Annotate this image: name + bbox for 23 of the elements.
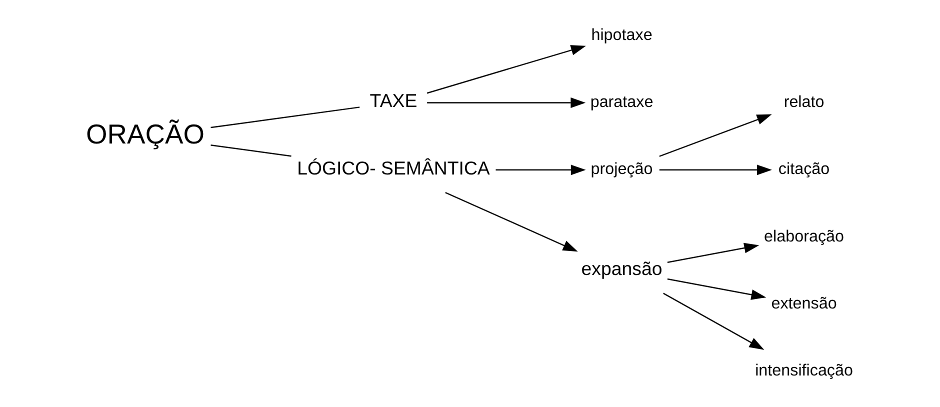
node-text: TAXE (370, 90, 418, 112)
arrow (667, 278, 766, 300)
arrow (659, 114, 772, 157)
arrow (663, 292, 764, 350)
arrow (659, 164, 772, 176)
node-text: intensificação (755, 362, 853, 380)
arrow (427, 98, 586, 108)
arrow (426, 45, 586, 94)
node-text: expansão (581, 258, 662, 280)
arrow (445, 192, 578, 252)
node-text: extensão (771, 294, 837, 312)
arrow (667, 242, 760, 263)
arrow (496, 164, 586, 176)
node-text: projeção (590, 160, 653, 178)
node-text: citação (778, 160, 830, 178)
connector (210, 106, 360, 128)
node-text: ORAÇÃO (86, 118, 205, 150)
node-text: hipotaxe (591, 26, 652, 44)
node-text: elaboração (764, 227, 844, 246)
connector (210, 144, 292, 157)
node-text: LÓGICO- SEMÂNTICA (297, 157, 490, 178)
node-text: relato (784, 92, 824, 111)
node-text: parataxe (590, 92, 654, 111)
